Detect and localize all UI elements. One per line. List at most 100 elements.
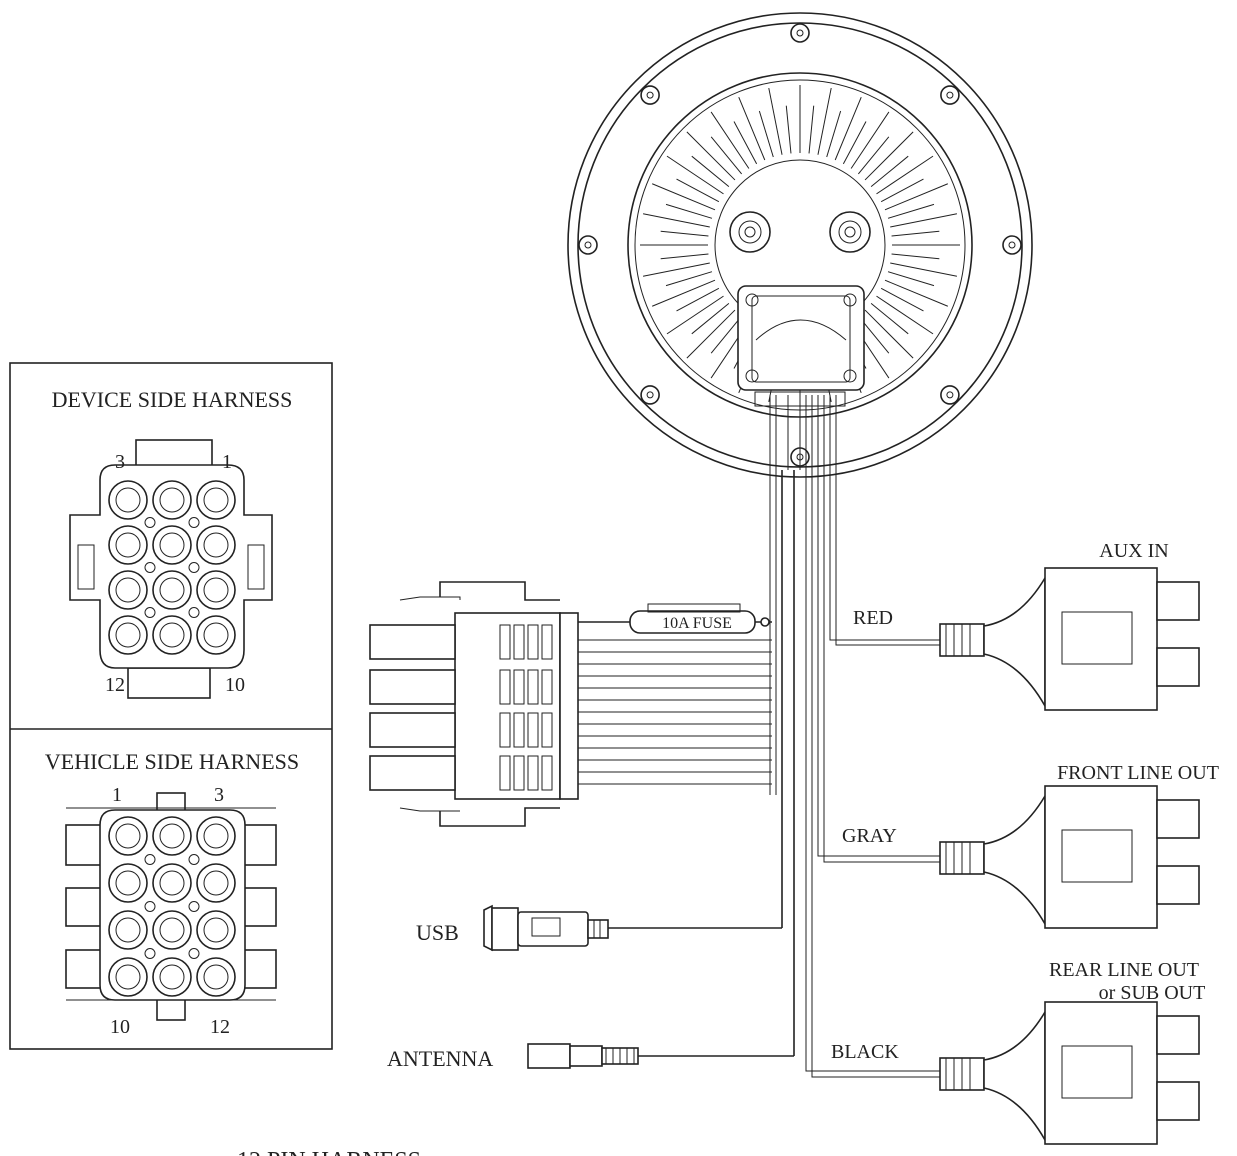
- plug-seal-rib: [541, 669, 553, 705]
- rca-plug: [1156, 1081, 1200, 1121]
- connector-pin-inner: [115, 532, 141, 558]
- device-pin-3-label: 3: [115, 451, 125, 473]
- cooling-fin: [870, 302, 909, 335]
- mounting-hole-center: [584, 241, 592, 249]
- connector-key-hole: [144, 854, 156, 865]
- cooling-fin: [891, 230, 940, 237]
- connector-pin-inner: [115, 964, 141, 990]
- gray-wire: [817, 470, 940, 857]
- connector-pin: [108, 910, 148, 950]
- plug-seal-rib: [513, 669, 525, 705]
- cooling-fin: [666, 155, 724, 195]
- vehicle-pin-12-label: 12: [210, 1016, 230, 1038]
- cooling-fin: [676, 178, 720, 203]
- mounting-hole: [1002, 235, 1022, 255]
- connector-pin-inner: [203, 532, 229, 558]
- rca-housing: [1044, 567, 1158, 711]
- plug-seal-rib: [499, 669, 511, 705]
- usb-label: USB: [416, 920, 459, 945]
- cooling-fin: [686, 131, 736, 181]
- vehicle-pin-1-label: 1: [112, 784, 122, 806]
- rca-plug: [1156, 865, 1200, 905]
- connector-key-hole: [188, 607, 200, 618]
- cooling-fin: [710, 111, 750, 169]
- cooling-fin: [758, 110, 774, 158]
- mounting-hole-center: [796, 29, 804, 37]
- connector-pin-inner: [115, 870, 141, 896]
- plug-seal-rib: [499, 624, 511, 660]
- mounting-hole: [790, 23, 810, 43]
- connector-pin: [196, 615, 236, 655]
- cooling-fin: [642, 213, 710, 228]
- plug-seal-rib: [527, 624, 539, 660]
- rca-splitter: [983, 793, 1046, 928]
- antenna-label: ANTENNA: [387, 1046, 493, 1071]
- cooling-fin: [842, 121, 867, 165]
- black-wire: [811, 470, 940, 1078]
- cooling-fin: [884, 183, 949, 211]
- connector-key-hole: [144, 517, 156, 528]
- harness-panel: DEVICE SIDE HARNESS VEHICLE SIDE HARNESS…: [9, 362, 333, 1050]
- rca-splitter: [983, 1009, 1046, 1144]
- device-pin-10-label: 10: [225, 674, 245, 696]
- rca-connector: [939, 567, 1200, 711]
- connector-pin: [152, 816, 192, 856]
- plug-seal-rib: [527, 755, 539, 791]
- mounting-hole: [940, 85, 960, 105]
- plug-seal-rib: [541, 712, 553, 748]
- red-wire: [835, 470, 940, 646]
- mounting-hole-center: [1008, 241, 1016, 249]
- cooling-fin: [666, 295, 724, 335]
- connector-pin: [108, 816, 148, 856]
- rca-housing: [1044, 1001, 1158, 1145]
- connector-pin: [152, 525, 192, 565]
- connector-pin-inner: [159, 487, 185, 513]
- cooling-fin: [880, 287, 924, 312]
- connector-key-hole: [144, 901, 156, 912]
- rca-plug: [1156, 581, 1200, 621]
- cooling-fin: [651, 183, 716, 211]
- connector-pin: [152, 863, 192, 903]
- plug-seal-rib: [513, 755, 525, 791]
- connector-pin: [108, 957, 148, 997]
- mounting-hole: [640, 85, 660, 105]
- cooling-fin: [660, 253, 709, 260]
- mounting-hole-center: [646, 391, 654, 399]
- harness-plug: 10A FUSE: [369, 581, 772, 827]
- mounting-hole-center: [646, 91, 654, 99]
- rear-line-out-label: REAR LINE OUT: [1049, 959, 1199, 981]
- front-line-out-label: FRONT LINE OUT: [1057, 762, 1219, 784]
- cooling-fin: [887, 203, 935, 219]
- cooling-fin: [768, 87, 783, 155]
- cooling-fin: [710, 315, 743, 354]
- harness-caption: 12 PIN HARNESS: [237, 1148, 421, 1156]
- device-side-connector: 3 1 12 10: [69, 439, 273, 699]
- plug-seal-rib: [513, 712, 525, 748]
- black-wire-label: BLACK: [831, 1041, 899, 1063]
- device-side-title: DEVICE SIDE HARNESS: [52, 387, 293, 412]
- antenna-connector: ANTENNA: [387, 470, 795, 1071]
- connector-pin: [108, 480, 148, 520]
- plug-seal-rib: [527, 669, 539, 705]
- mounting-hole: [640, 385, 660, 405]
- rca-plug: [1156, 1015, 1200, 1055]
- plug-seal-rib: [541, 624, 553, 660]
- rca-splitter: [983, 575, 1046, 710]
- mounting-hole: [940, 385, 960, 405]
- connector-pin-inner: [159, 532, 185, 558]
- plug-seal-rib: [527, 712, 539, 748]
- cooling-fin: [870, 155, 909, 188]
- plug-seal-rib: [541, 755, 553, 791]
- connector-pin-inner: [115, 487, 141, 513]
- rca-plug: [1156, 799, 1200, 839]
- connector-key-hole: [188, 562, 200, 573]
- cooling-fin: [884, 279, 949, 307]
- connector-pin-inner: [203, 577, 229, 603]
- connector-pin-inner: [159, 917, 185, 943]
- cooling-fin: [710, 136, 743, 175]
- connector-key-hole: [188, 901, 200, 912]
- connector-pin-inner: [203, 622, 229, 648]
- connector-pin-inner: [115, 823, 141, 849]
- aux-in-label: AUX IN: [1099, 540, 1168, 562]
